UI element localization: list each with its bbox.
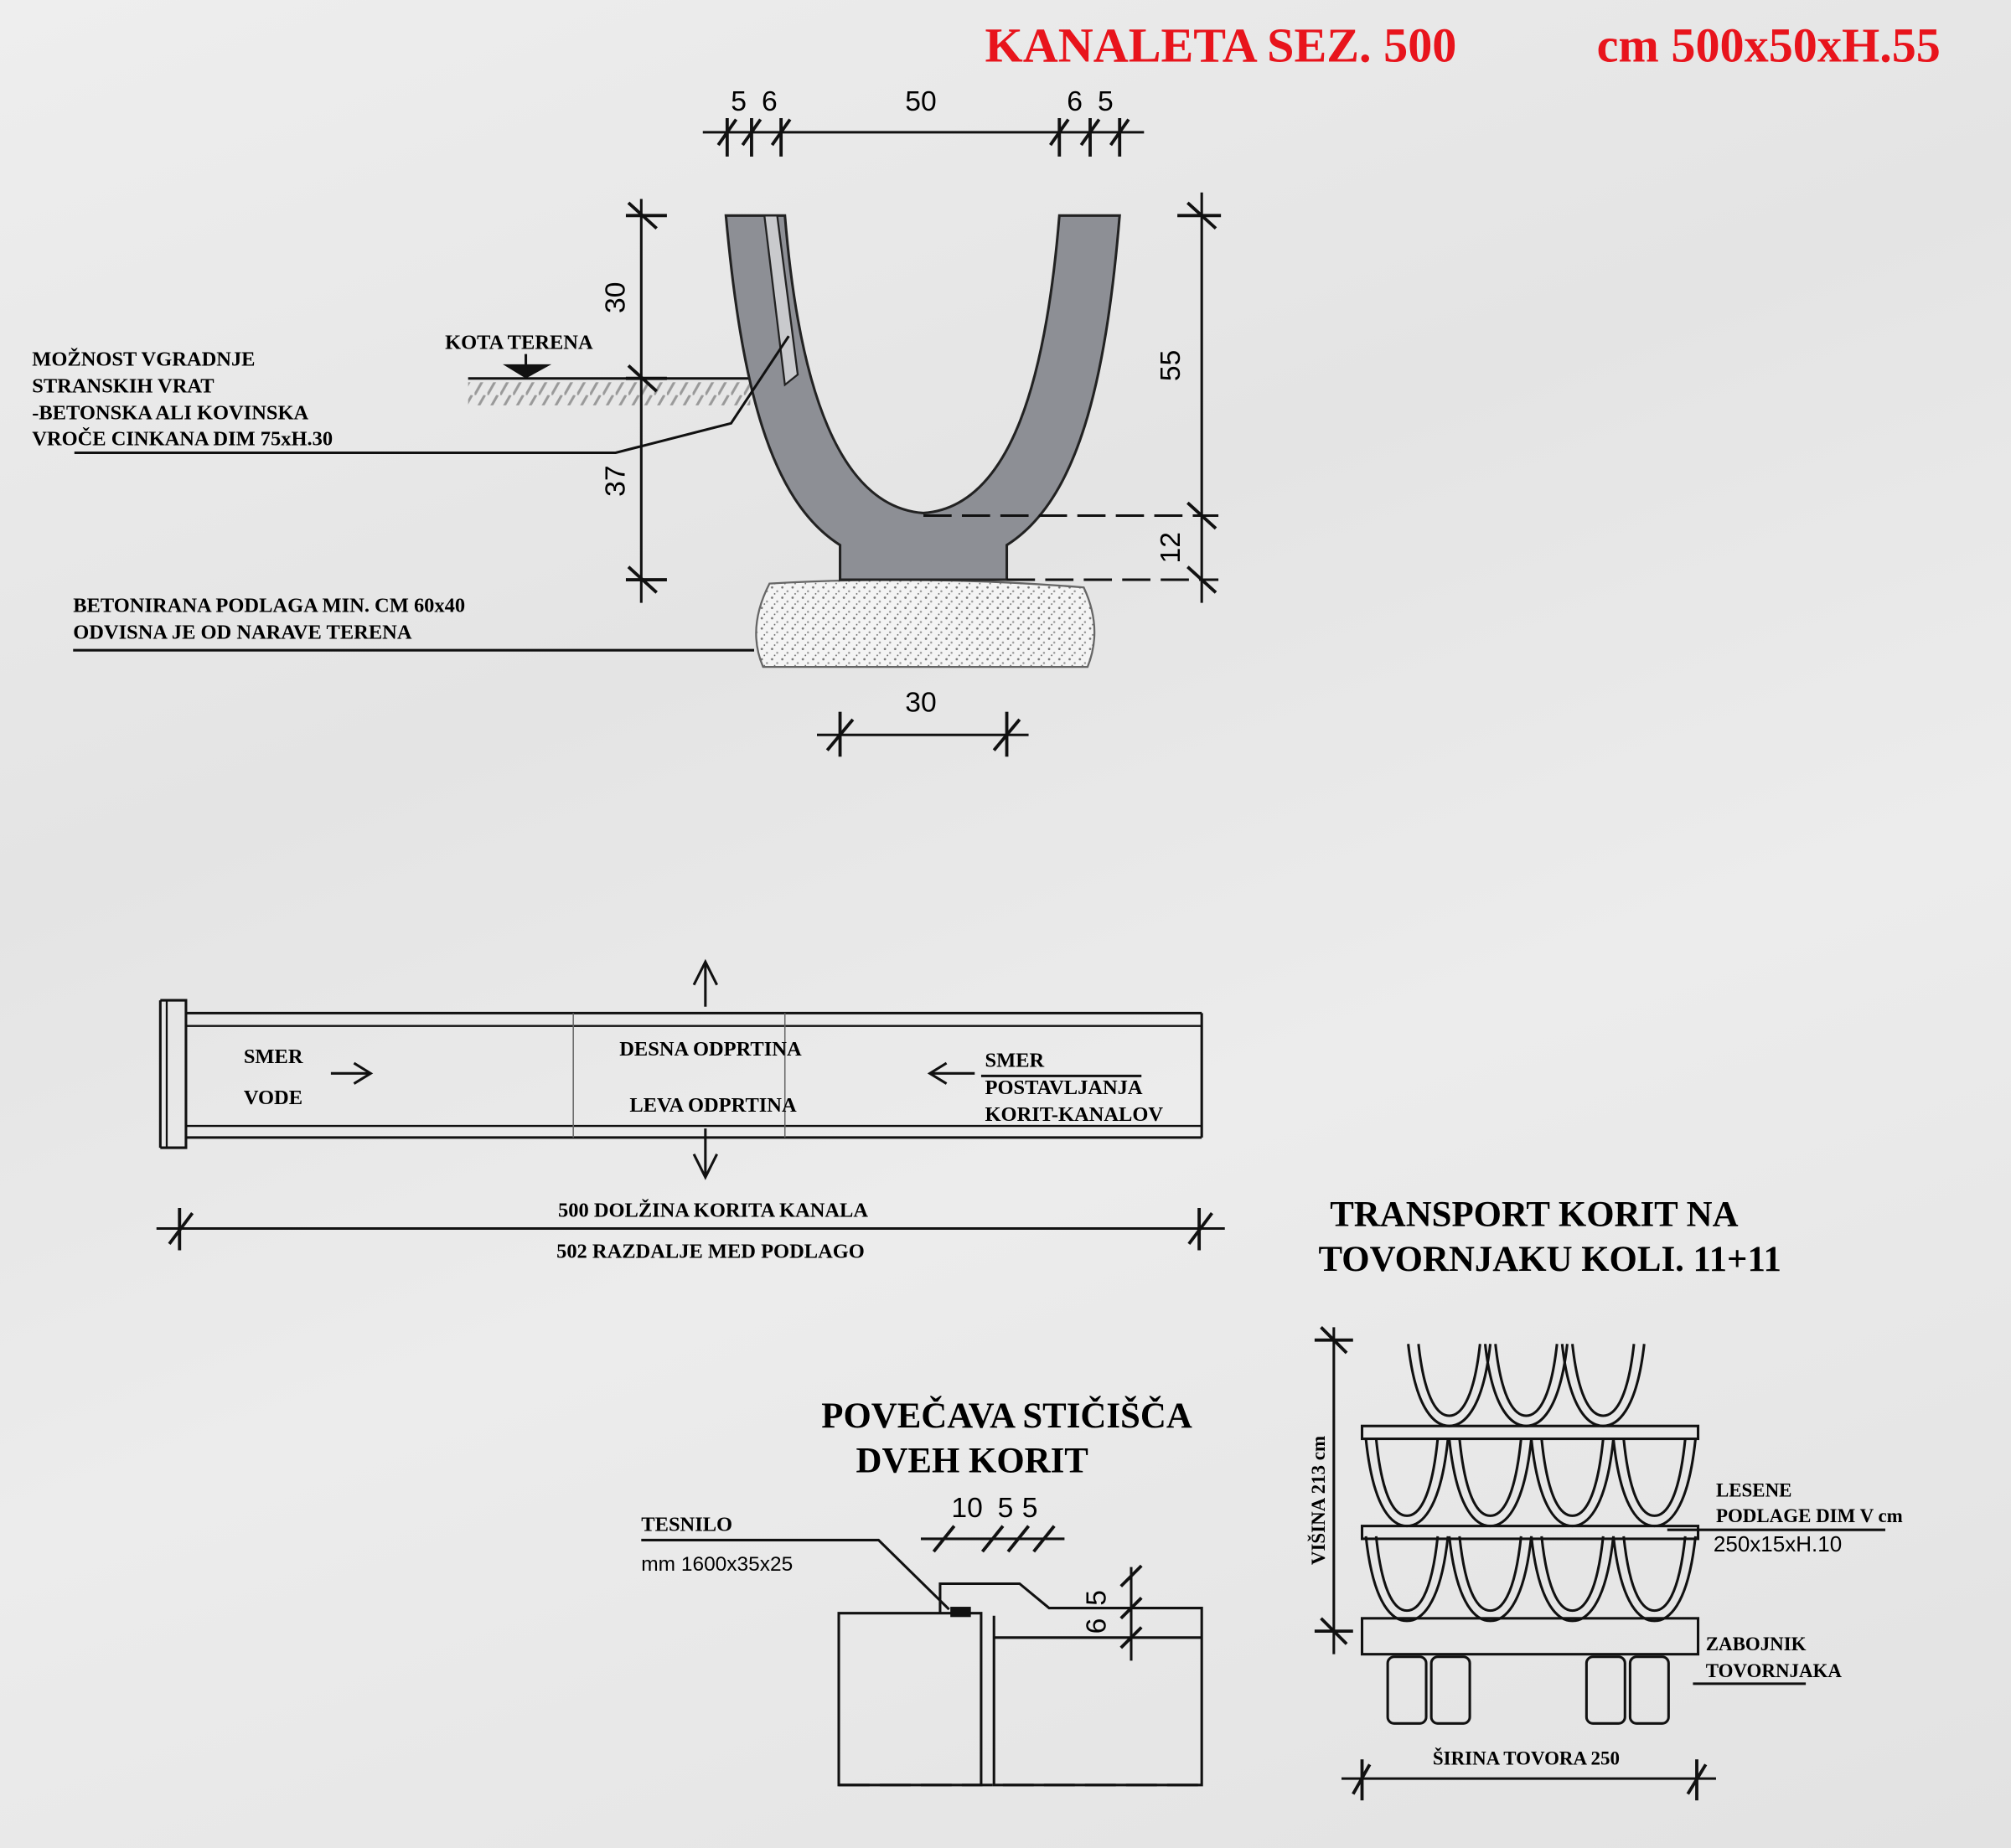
stacked-channel bbox=[1407, 1344, 1492, 1427]
joint-dim-10: 10 bbox=[951, 1493, 982, 1524]
joint-title-1: POVEČAVA STIČIŠČA bbox=[821, 1396, 1192, 1436]
dim-right-12: 12 bbox=[1155, 532, 1186, 563]
dim-top-1: 5 bbox=[731, 86, 747, 117]
dim-top-5: 5 bbox=[1098, 86, 1114, 117]
stacked-channel bbox=[1448, 1438, 1533, 1528]
joint-detail: POVEČAVA STIČIŠČA DVEH KORIT TESNILO mm … bbox=[641, 1396, 1203, 1787]
width-label: ŠIRINA TOVORA 250 bbox=[1433, 1747, 1620, 1768]
dim-left-37: 37 bbox=[600, 465, 631, 496]
drawing-size: cm 500x50xH.55 bbox=[1597, 18, 1941, 73]
spacing-label: 502 RAZDALJE MED PODLAGO bbox=[556, 1241, 865, 1263]
dim-left-30: 30 bbox=[600, 282, 631, 313]
dim-base-30: 30 bbox=[905, 688, 936, 719]
svg-text:ODVISNA JE OD NARAVE TERENA: ODVISNA JE OD NARAVE TERENA bbox=[73, 621, 412, 643]
cross-section: 5 6 50 6 5 KOTA TERENA 30 37 bbox=[32, 86, 1222, 757]
laying-direction-2: POSTAVLJANJA bbox=[985, 1076, 1143, 1099]
laying-direction-1: SMER bbox=[985, 1050, 1045, 1072]
joint-title-2: DVEH KORIT bbox=[856, 1441, 1088, 1480]
side-gate-note: MOŽNOST VGRADNJE STRANSKIH VRAT -BETONSK… bbox=[32, 347, 333, 450]
kota-terena-label: KOTA TERENA bbox=[445, 332, 593, 354]
svg-text:-BETONSKA ALI KOVINSKA: -BETONSKA ALI KOVINSKA bbox=[32, 402, 308, 425]
plan-view: DESNA ODPRTINA LEVA ODPRTINA SMER VODE S… bbox=[156, 958, 1225, 1263]
drawing-title: KANALETA SEZ. 500 bbox=[985, 18, 1457, 73]
water-direction-1: SMER bbox=[244, 1045, 303, 1068]
stacked-channel bbox=[1611, 1438, 1697, 1528]
dim-top-2: 6 bbox=[762, 86, 778, 117]
svg-text:STRANSKIH VRAT: STRANSKIH VRAT bbox=[32, 375, 214, 398]
joint-side-dim-6: 6 bbox=[1081, 1618, 1112, 1634]
stacked-channel bbox=[1364, 1536, 1450, 1623]
truck-note: ZABOJNIK TOVORNJAKA bbox=[1706, 1634, 1843, 1681]
dim-top-4: 6 bbox=[1067, 86, 1083, 117]
joint-dim-5a: 5 bbox=[998, 1493, 1014, 1524]
base-note: BETONIRANA PODLAGA MIN. CM 60x40 ODVISNA… bbox=[73, 594, 465, 643]
laying-direction-3: KORIT-KANALOV bbox=[985, 1103, 1164, 1126]
stacked-channel bbox=[1364, 1438, 1450, 1528]
left-opening-label: LEVA ODPRTINA bbox=[629, 1094, 797, 1117]
svg-text:MOŽNOST VGRADNJE: MOŽNOST VGRADNJE bbox=[32, 347, 255, 370]
transport-detail: TRANSPORT KORIT NA TOVORNJAKU KOLI. 11+1… bbox=[1307, 1195, 1903, 1801]
svg-text:PODLAGE DIM V cm: PODLAGE DIM V cm bbox=[1716, 1505, 1903, 1526]
dim-right-55: 55 bbox=[1155, 350, 1186, 381]
u-channel bbox=[724, 214, 1121, 581]
seal-label: TESNILO bbox=[641, 1514, 732, 1536]
right-opening-label: DESNA ODPRTINA bbox=[619, 1038, 802, 1061]
svg-text:250x15xH.10: 250x15xH.10 bbox=[1714, 1531, 1842, 1556]
joint-side-dim-5: 5 bbox=[1081, 1590, 1112, 1606]
concrete-base bbox=[755, 579, 1096, 668]
svg-text:ZABOJNIK: ZABOJNIK bbox=[1706, 1634, 1807, 1654]
svg-text:BETONIRANA PODLAGA MIN. CM 60: BETONIRANA PODLAGA MIN. CM 60x40 bbox=[73, 594, 465, 617]
dim-top-3: 50 bbox=[905, 86, 936, 117]
transport-title-2: TOVORNJAKU KOLI. 11+11 bbox=[1318, 1240, 1781, 1279]
pallets-note: LESENE PODLAGE DIM V cm 250x15xH.10 bbox=[1714, 1479, 1903, 1556]
stacked-channel bbox=[1530, 1536, 1616, 1623]
wooden-pallet bbox=[1360, 1424, 1700, 1441]
transport-title-1: TRANSPORT KORIT NA bbox=[1330, 1195, 1738, 1234]
joint-dim-5b: 5 bbox=[1022, 1493, 1038, 1524]
stacked-channel bbox=[1611, 1536, 1697, 1623]
svg-text:TOVORNJAKA: TOVORNJAKA bbox=[1706, 1660, 1843, 1681]
stacked-channel bbox=[1560, 1344, 1646, 1427]
stacked-channel bbox=[1530, 1438, 1616, 1528]
gate-slot bbox=[763, 214, 799, 387]
length-label: 500 DOLŽINA KORITA KANALA bbox=[558, 1199, 868, 1222]
stacked-channel bbox=[1483, 1344, 1569, 1427]
height-label: VIŠINA 213 cm bbox=[1307, 1436, 1329, 1565]
svg-text:LESENE: LESENE bbox=[1716, 1479, 1792, 1500]
stacked-channel bbox=[1448, 1536, 1533, 1623]
wooden-pallet bbox=[1360, 1525, 1700, 1541]
water-direction-2: VODE bbox=[244, 1087, 302, 1109]
svg-text:VROČE CINKANA DIM 75xH.30: VROČE CINKANA DIM 75xH.30 bbox=[32, 426, 333, 450]
seal-dims: mm 1600x35x25 bbox=[641, 1553, 793, 1576]
dim-ticks bbox=[716, 118, 1130, 157]
